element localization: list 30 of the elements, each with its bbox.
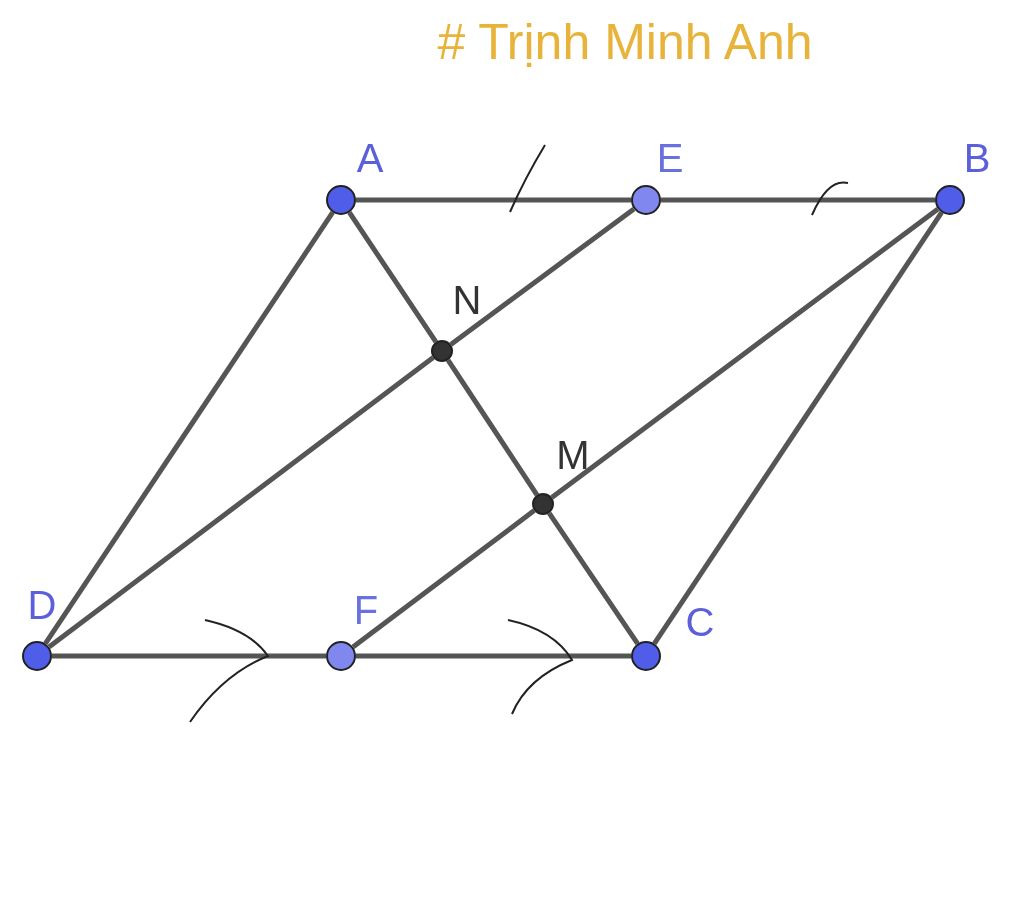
line-segment [547, 511, 640, 645]
line-segment [652, 211, 944, 645]
point-marker [631, 185, 661, 215]
point-label: C [685, 602, 715, 642]
line-segment [356, 197, 631, 203]
point-marker [326, 185, 356, 215]
line-segment [356, 653, 631, 659]
line-segment [52, 653, 326, 659]
line-segment [661, 197, 935, 203]
line-segment [347, 211, 438, 344]
author-signature: # Trịnh Minh Anh [437, 17, 813, 67]
point-label: M [556, 435, 590, 475]
line-segment [43, 211, 335, 645]
point-label: B [963, 138, 991, 178]
point-label: E [656, 138, 684, 178]
point-marker [431, 340, 453, 362]
point-marker [935, 185, 965, 215]
point-label: N [452, 280, 482, 320]
point-marker [326, 641, 356, 671]
line-segment [445, 358, 540, 497]
point-marker [631, 641, 661, 671]
point-label: A [356, 138, 384, 178]
point-label: F [353, 590, 379, 630]
line-segment [351, 508, 536, 649]
point-marker [532, 493, 554, 515]
line-segment [550, 206, 940, 500]
line-segment [47, 355, 435, 649]
point-marker [22, 641, 52, 671]
line-segment [449, 206, 636, 347]
point-label: D [27, 585, 57, 625]
